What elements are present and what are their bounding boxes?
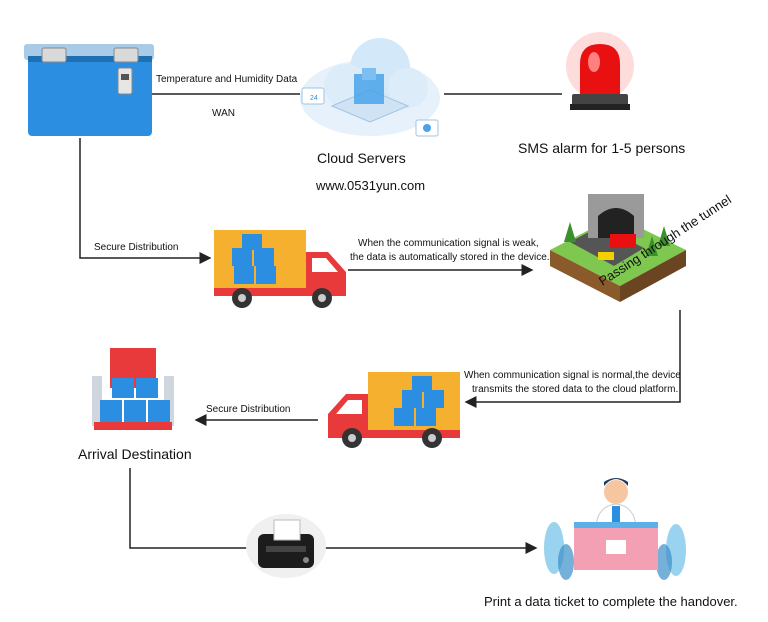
secure-distribution-label: Secure Distribution [206,404,291,415]
secure-distribution-label: Secure Distribution [94,242,179,253]
line-destination-to-handover [129,468,538,554]
weak-signal-label-line1: When the communication signal is weak, [358,238,539,249]
delivery-truck-icon [328,372,460,448]
line-tunnel-to-truck [464,310,681,408]
line-cooler-to-truck [79,138,212,264]
reception-desk-person-icon [544,478,686,580]
print-ticket-label: Print a data ticket to complete the hand… [484,594,738,609]
wan-label: WAN [212,108,235,119]
cooler-box-icon [24,44,154,136]
weak-signal-label-line2: the data is automatically stored in the … [350,252,550,263]
cloud-server-icon: 24 [300,38,440,137]
normal-signal-label-line2: transmits the stored data to the cloud p… [472,384,679,395]
sms-alarm-label: SMS alarm for 1-5 persons [518,140,686,156]
temp-humidity-label: Temperature and Humidity Data [156,74,298,85]
arrival-destination-label: Arrival Destination [78,446,192,462]
stacked-boxes-icon [92,348,174,430]
ticket-printer-icon [246,514,326,578]
cloud-servers-label: Cloud Servers [317,150,406,166]
svg-text:24: 24 [310,95,318,102]
tunnel-scene-icon [550,194,686,302]
red-alarm-light-icon [566,32,634,110]
website-label: www.0531yun.com [316,178,426,193]
delivery-truck-icon [214,230,346,308]
normal-signal-label-line1: When communication signal is normal,the … [464,370,681,381]
